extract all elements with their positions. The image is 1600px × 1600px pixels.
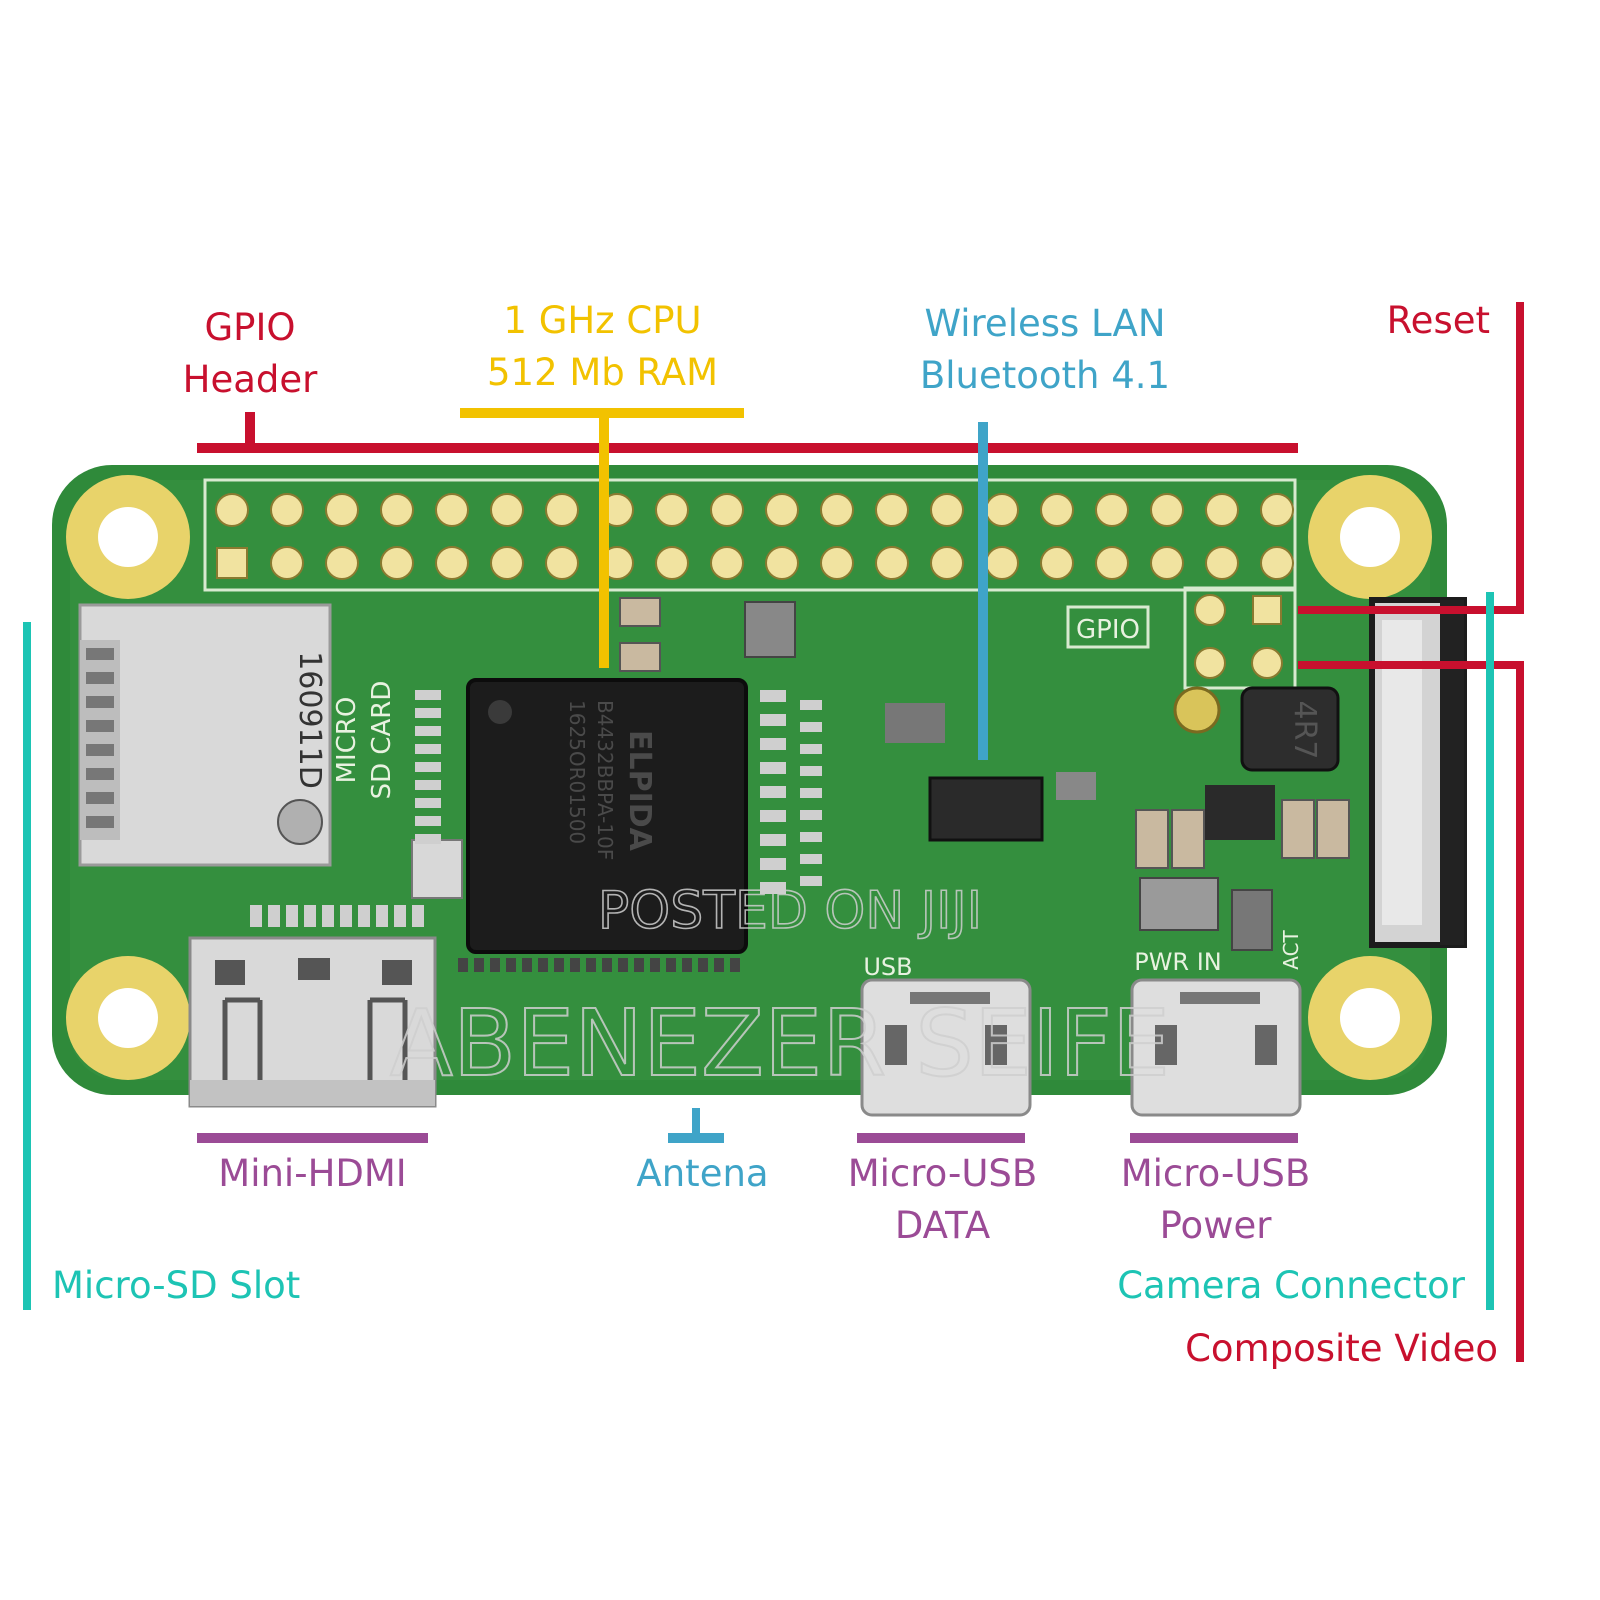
gpio-pad	[380, 493, 414, 527]
label-mini-hdmi: Mini-HDMI	[218, 1152, 407, 1195]
pcb-inner	[70, 480, 1430, 1080]
gpio-pad	[765, 546, 799, 580]
gpio-pad	[930, 546, 964, 580]
gpio-pad	[270, 546, 304, 580]
gpio-pad	[1040, 546, 1074, 580]
gpio-pad	[490, 493, 524, 527]
gpio-pad	[655, 493, 689, 527]
mounting-holes	[66, 475, 1432, 1080]
label-micro-usb-power: Micro-USB Power	[1098, 1148, 1333, 1252]
label-micro-usb-data-line1: Micro-USB	[847, 1152, 1038, 1195]
gpio-pad	[1095, 546, 1129, 580]
gpio-pad	[490, 546, 524, 580]
gpio-pad	[1040, 493, 1074, 527]
gpio-pad	[1260, 546, 1294, 580]
label-gpio-header: GPIO Header	[150, 302, 350, 406]
gpio-pad	[325, 546, 359, 580]
gpio-pad	[820, 546, 854, 580]
gpio-pad	[985, 546, 1019, 580]
gpio-pad	[216, 547, 248, 579]
label-reset: Reset	[1386, 299, 1490, 342]
gpio-pad	[985, 493, 1019, 527]
label-cpu-line2: 512 Mb RAM	[487, 351, 718, 394]
label-antena: Antena	[636, 1152, 769, 1195]
gpio-pad	[875, 546, 909, 580]
label-wireless-line2: Bluetooth 4.1	[919, 354, 1171, 397]
gpio-pad	[1095, 493, 1129, 527]
label-gpio-header-line2: Header	[182, 358, 318, 401]
gpio-pad	[875, 493, 909, 527]
gpio-pad	[545, 546, 579, 580]
gpio-pad	[435, 493, 469, 527]
gpio-pad	[765, 493, 799, 527]
label-micro-sd-slot: Micro-SD Slot	[52, 1264, 301, 1307]
silk-micro: MICRO	[332, 697, 362, 784]
ram-chip-code: 1625OR01500	[565, 700, 589, 844]
gpio-pad	[1260, 493, 1294, 527]
gpio-pad	[270, 493, 304, 527]
wireless-chip	[928, 776, 1044, 842]
gpio-pad	[1150, 493, 1184, 527]
label-micro-usb-power-line2: Power	[1159, 1204, 1272, 1247]
label-wireless-line1: Wireless LAN	[924, 302, 1166, 345]
label-cpu-line1: 1 GHz CPU	[503, 299, 702, 342]
gpio-pad	[435, 546, 469, 580]
silk-usb: USB	[863, 953, 912, 981]
gpio-pads	[215, 493, 1294, 580]
gpio-pad	[545, 493, 579, 527]
ram-chip-part: B4432BBPA-10F	[593, 700, 617, 860]
label-micro-usb-data-line2: DATA	[894, 1204, 991, 1247]
gpio-pad	[820, 493, 854, 527]
label-gpio-header-line1: GPIO	[204, 306, 296, 349]
label-micro-usb-data: Micro-USB DATA	[825, 1148, 1060, 1252]
watermark-line2: ABENEZER SEIFE	[390, 990, 1170, 1097]
gpio-pad	[325, 493, 359, 527]
silk-inductor: 4R7	[1287, 700, 1322, 759]
gpio-pad	[710, 546, 744, 580]
label-composite-video: Composite Video	[1185, 1327, 1498, 1370]
inductor	[1240, 686, 1340, 772]
gpio-pad	[1150, 546, 1184, 580]
silk-pwr-in: PWR IN	[1134, 948, 1222, 976]
label-camera-connector: Camera Connector	[1117, 1264, 1465, 1307]
gpio-pad	[1205, 493, 1239, 527]
micro-usb-power-port	[1130, 978, 1302, 1117]
label-micro-usb-power-line1: Micro-USB	[1120, 1152, 1311, 1195]
gpio-pad	[930, 493, 964, 527]
silk-sd-code: 160911D	[292, 651, 327, 789]
ram-chip-brand: ELPIDA	[622, 730, 657, 852]
gpio-pad	[655, 546, 689, 580]
gpio-header-outline	[203, 478, 1297, 592]
cpu-ram-chip	[466, 678, 748, 954]
silk-sd-card: SD CARD	[367, 681, 397, 800]
label-wireless: Wireless LAN Bluetooth 4.1	[880, 298, 1210, 402]
label-cpu: 1 GHz CPU 512 Mb RAM	[440, 295, 765, 399]
reset-pads-outline	[1183, 586, 1297, 690]
gpio-pad	[215, 493, 249, 527]
silk-act: ACT	[1279, 929, 1303, 969]
silk-gpio: GPIO	[1076, 615, 1140, 645]
watermark-line1: POSTED ON JIJI	[598, 881, 982, 941]
micro-usb-data-port	[860, 978, 1032, 1117]
gpio-pad	[380, 546, 414, 580]
gpio-pad	[1205, 546, 1239, 580]
gpio-pad	[710, 493, 744, 527]
